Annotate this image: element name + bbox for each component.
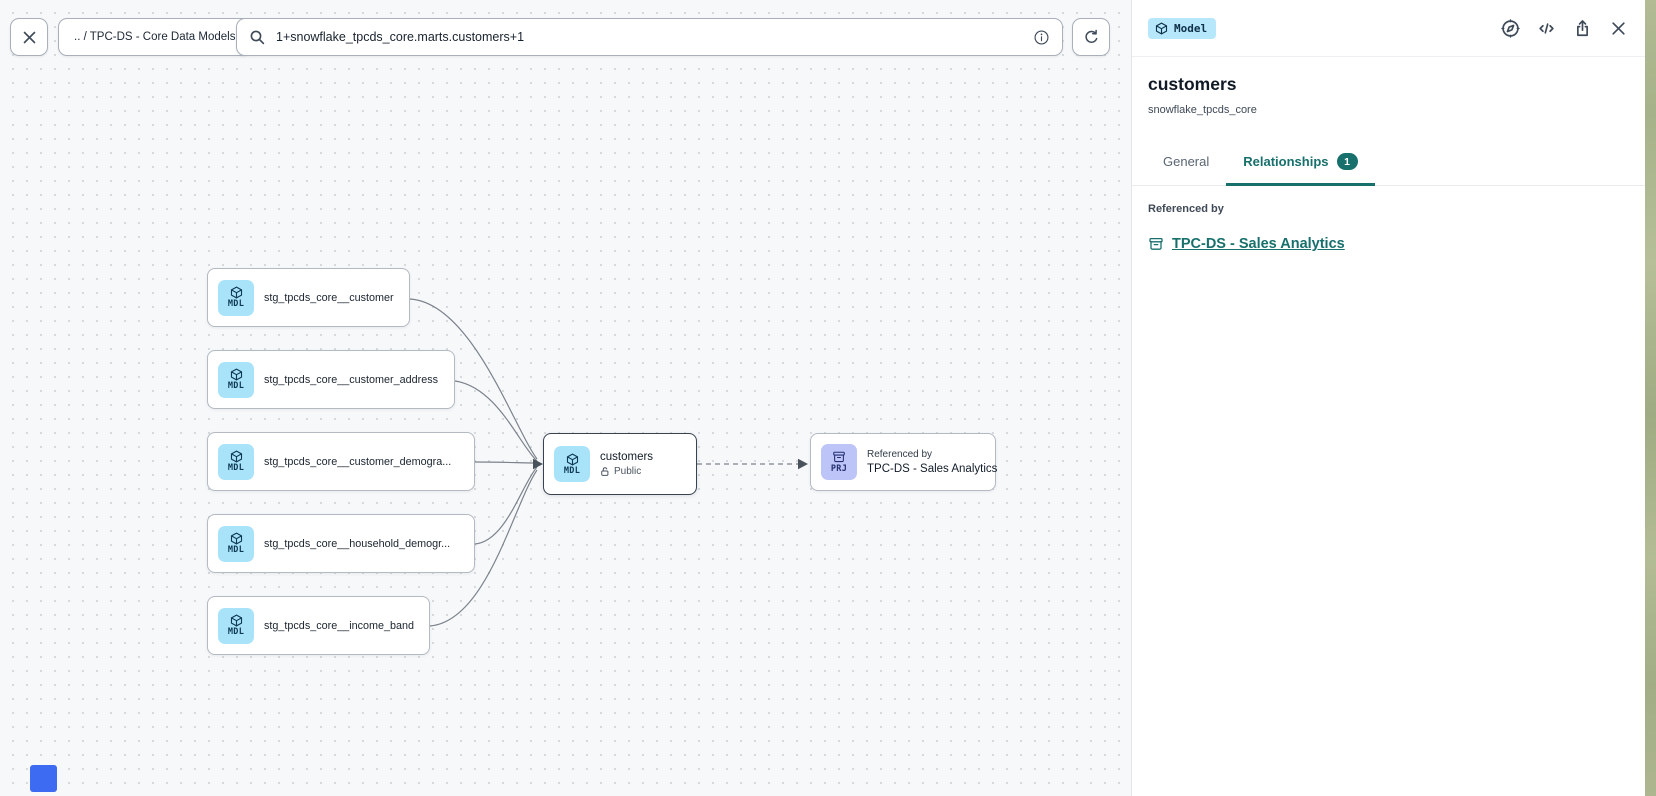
close-icon — [23, 31, 35, 43]
relationships-count-badge: 1 — [1336, 153, 1358, 170]
cube-icon — [230, 286, 242, 299]
tab-label: General — [1163, 154, 1210, 169]
node-referenced-by-project[interactable]: PRJ Referenced by TPC-DS - Sales Analyti… — [810, 433, 997, 491]
badge-label: PRJ — [830, 464, 848, 475]
share-icon — [1576, 19, 1588, 36]
view-code-button[interactable] — [1535, 17, 1557, 39]
refresh-lineage-button[interactable] — [1072, 18, 1110, 56]
panel-header-actions — [1499, 17, 1629, 39]
search-icon — [250, 30, 265, 45]
node-stg-tpcds-core-customer-demographics[interactable]: MDL stg_tpcds_core__customer_demogra... — [207, 432, 475, 491]
access-row: Public — [600, 466, 653, 477]
panel-title-block: customers snowflake_tpcds_core — [1132, 57, 1645, 122]
project-resource-badge: PRJ — [821, 444, 857, 480]
page-title: customers — [1148, 74, 1237, 94]
project-subtitle: snowflake_tpcds_core — [1148, 104, 1257, 116]
node-label: stg_tpcds_core__household_demogr... — [264, 537, 451, 550]
click-marker — [30, 765, 57, 792]
referenced-by-label: Referenced by — [1148, 203, 1224, 215]
lineage-canvas[interactable]: .. / TPC-DS - Core Data Models MDL stg_t… — [0, 0, 1131, 796]
close-icon — [1611, 21, 1625, 35]
cube-icon — [230, 614, 242, 627]
search-input[interactable] — [274, 29, 1024, 45]
explore-lineage-button[interactable] — [1499, 17, 1521, 39]
model-resource-badge: MDL — [218, 607, 254, 644]
cube-icon — [230, 450, 242, 463]
lineage-search-bar[interactable] — [236, 18, 1063, 56]
node-kicker: Referenced by — [867, 449, 933, 460]
node-stg-tpcds-core-household-demographics[interactable]: MDL stg_tpcds_core__household_demogr... — [207, 514, 475, 573]
close-lineage-button[interactable] — [10, 18, 48, 56]
badge-label: MDL — [227, 381, 245, 392]
panel-tabs: General Relationships 1 — [1132, 138, 1645, 186]
model-resource-badge: MDL — [218, 443, 254, 480]
node-title: customers — [600, 451, 654, 463]
model-resource-badge: MDL — [218, 525, 254, 562]
node-text: customers Public — [600, 451, 653, 477]
relationships-tab-content: Referenced by TPC-DS - Sales Analytics — [1132, 186, 1645, 269]
model-resource-badge: MDL — [218, 279, 254, 316]
compass-icon — [1500, 18, 1520, 38]
lock-open-icon — [601, 467, 609, 476]
archive-icon — [833, 451, 845, 463]
badge-label: MDL — [227, 299, 245, 310]
arrowhead-into-project — [798, 458, 808, 470]
badge-label: MDL — [563, 465, 581, 476]
model-resource-badge: MDL — [554, 446, 590, 482]
panel-header: Model — [1132, 0, 1645, 57]
desktop-wallpaper-sliver — [1645, 0, 1656, 796]
cube-icon — [1155, 22, 1168, 34]
cube-icon — [566, 453, 578, 466]
breadcrumb[interactable]: .. / TPC-DS - Core Data Models — [58, 18, 252, 56]
node-title: TPC-DS - Sales Analytics — [867, 463, 998, 475]
node-text: Referenced by TPC-DS - Sales Analytics — [867, 449, 997, 475]
resource-type-label: Model — [1174, 21, 1208, 35]
tab-label: Relationships — [1243, 154, 1329, 169]
node-label: stg_tpcds_core__customer — [264, 291, 394, 304]
model-resource-badge: MDL — [218, 361, 254, 398]
node-label: stg_tpcds_core__customer_address — [264, 373, 439, 386]
referenced-by-row: TPC-DS - Sales Analytics — [1148, 236, 1629, 252]
breadcrumb-label: .. / TPC-DS - Core Data Models — [74, 31, 236, 43]
badge-label: MDL — [227, 545, 245, 556]
node-customers-selected[interactable]: MDL customers Public — [543, 433, 697, 495]
node-label: stg_tpcds_core__customer_demogra... — [264, 455, 452, 468]
node-stg-tpcds-core-customer-address[interactable]: MDL stg_tpcds_core__customer_address — [207, 350, 455, 409]
model-detail-panel: Model customers snowflake_tpcds_core Gen… — [1131, 0, 1645, 796]
cube-icon — [230, 532, 242, 545]
cube-icon — [230, 368, 242, 381]
tab-general[interactable]: General — [1146, 138, 1226, 186]
refresh-icon — [1084, 29, 1097, 43]
close-panel-button[interactable] — [1607, 17, 1629, 39]
referenced-by-project-link[interactable]: TPC-DS - Sales Analytics — [1172, 236, 1345, 252]
share-button[interactable] — [1571, 17, 1593, 39]
badge-label: MDL — [227, 627, 245, 638]
access-label: Public — [614, 466, 642, 477]
archive-icon — [1149, 237, 1163, 250]
arrowhead-into-customers — [533, 458, 543, 470]
lineage-edges — [409, 298, 808, 627]
node-stg-tpcds-core-customer[interactable]: MDL stg_tpcds_core__customer — [207, 268, 410, 327]
info-icon[interactable] — [1033, 29, 1050, 46]
tab-relationships[interactable]: Relationships 1 — [1226, 138, 1375, 186]
node-stg-tpcds-core-income-band[interactable]: MDL stg_tpcds_core__income_band — [207, 596, 430, 655]
node-label: stg_tpcds_core__income_band — [264, 619, 415, 632]
resource-type-chip: Model — [1148, 17, 1217, 39]
badge-label: MDL — [227, 463, 245, 474]
code-icon — [1538, 22, 1554, 34]
